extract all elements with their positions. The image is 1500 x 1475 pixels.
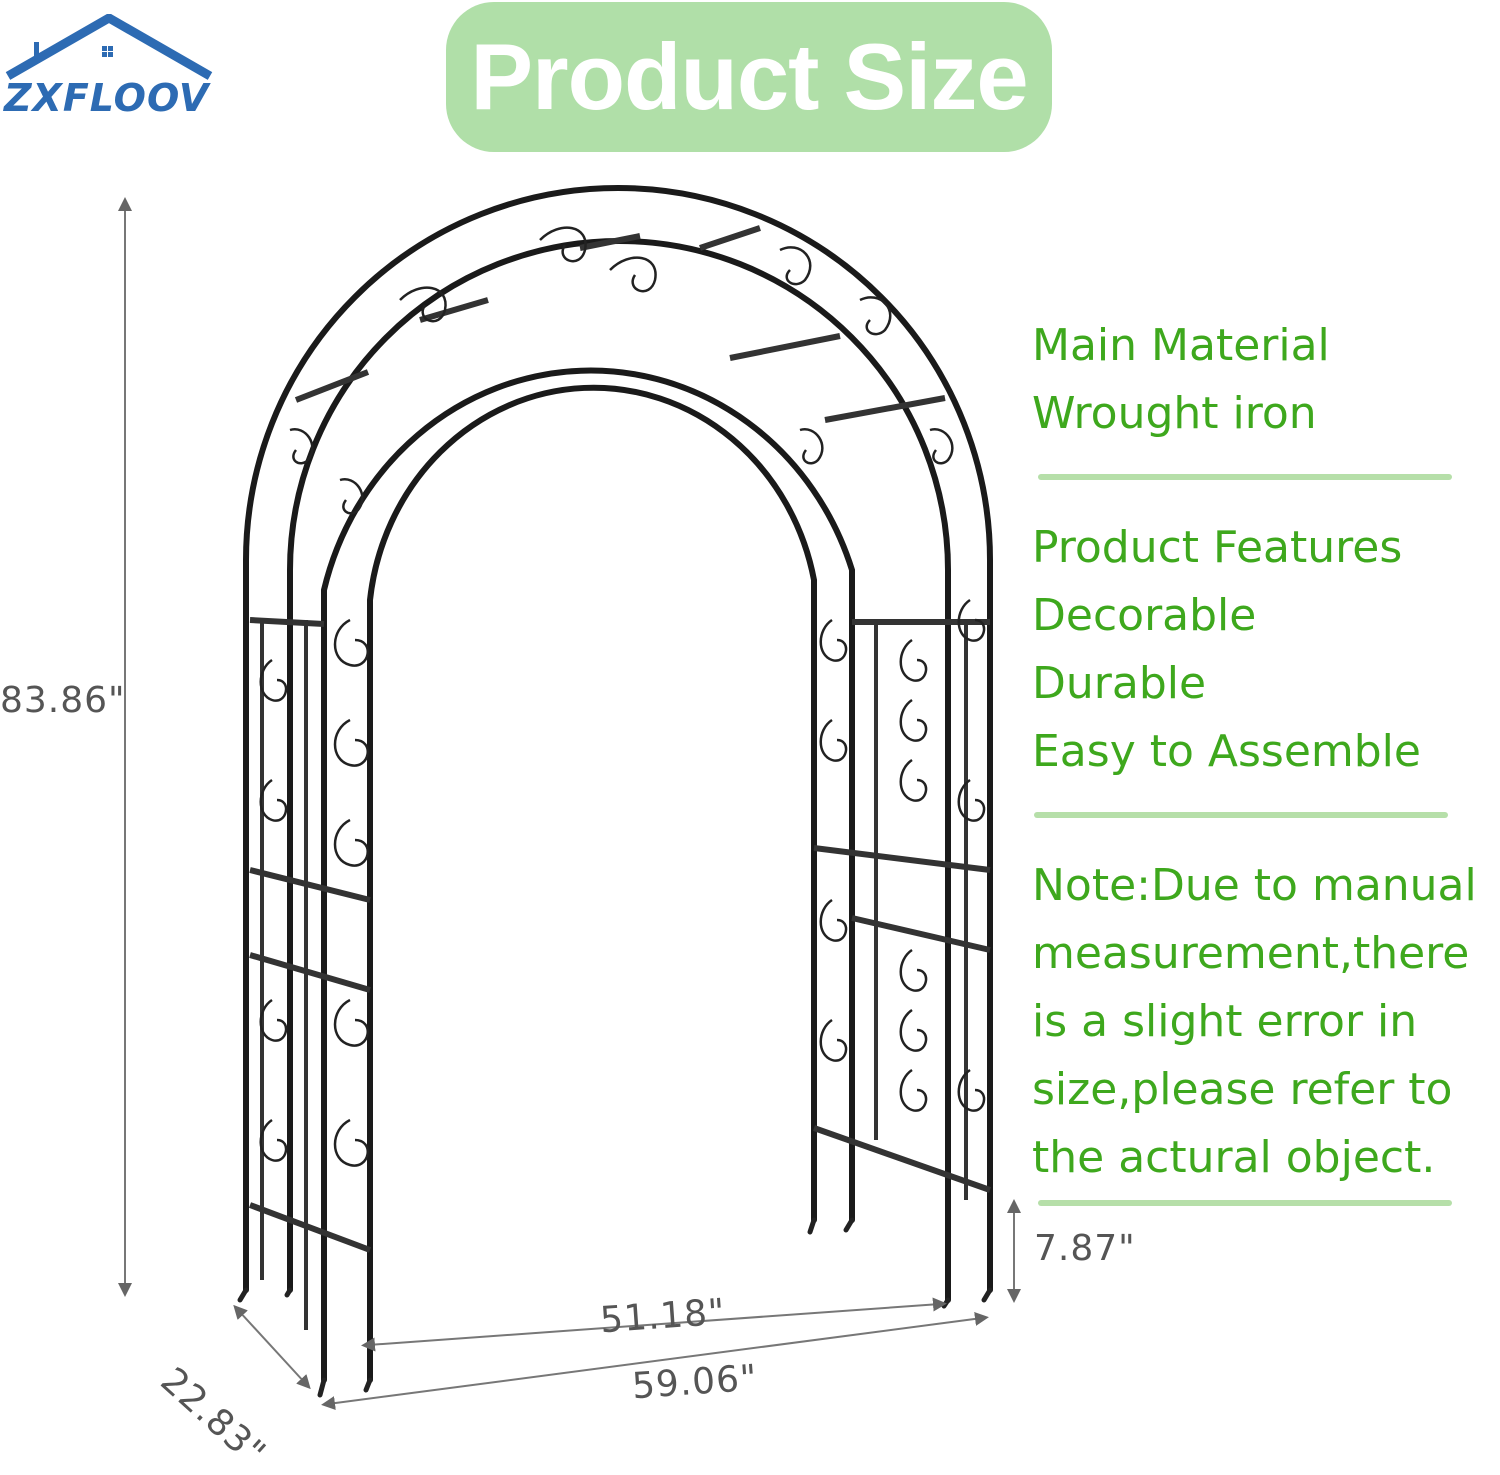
page-title: Product Size xyxy=(470,24,1028,129)
material-section: Main Material Wrought iron xyxy=(1032,312,1500,448)
note-line: Note:Due to manual xyxy=(1032,860,1477,911)
divider xyxy=(1034,812,1448,818)
height-label: 83.86" xyxy=(0,680,126,721)
feature-item: Easy to Assemble xyxy=(1032,726,1421,777)
note-line: is a slight error in xyxy=(1032,996,1418,1047)
house-roof-icon xyxy=(5,12,213,80)
note-line: the actural object. xyxy=(1032,1132,1436,1183)
divider xyxy=(1038,1200,1452,1206)
note-line: measurement,there xyxy=(1032,928,1470,979)
arch-back-outer xyxy=(243,185,993,1293)
material-value: Wrought iron xyxy=(1032,388,1317,439)
material-heading: Main Material xyxy=(1032,320,1330,371)
garden-arch-drawing xyxy=(118,185,1021,1411)
feature-item: Durable xyxy=(1032,658,1207,709)
inner-width-label: 51.18" xyxy=(598,1291,727,1342)
note-section: Note:Due to manual measurement,there is … xyxy=(1032,852,1500,1192)
brand-name: ZXFLOOV xyxy=(4,76,210,120)
arch-front-outer xyxy=(321,367,855,1383)
depth-dimension-line xyxy=(233,1304,311,1390)
arch-front-inner xyxy=(367,384,817,1383)
outer-width-label: 59.06" xyxy=(630,1357,759,1408)
title-banner: Product Size xyxy=(446,2,1052,152)
outer-width-dimension-line xyxy=(321,1311,989,1411)
stake-length-label: 7.87" xyxy=(1034,1228,1136,1269)
features-section: Product Features Decorable Durable Easy … xyxy=(1032,514,1500,786)
features-heading: Product Features xyxy=(1032,522,1403,573)
divider xyxy=(1038,474,1452,480)
note-line: size,please refer to xyxy=(1032,1064,1453,1115)
feature-item: Decorable xyxy=(1032,590,1257,641)
brand-logo xyxy=(4,12,214,124)
